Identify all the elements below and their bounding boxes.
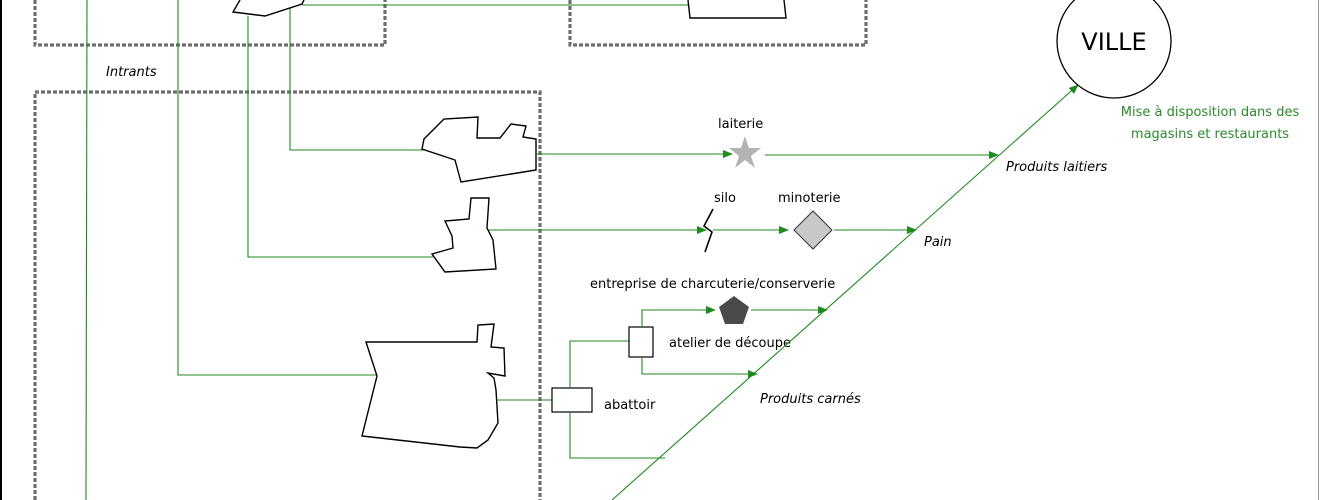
product-label-pain: Pain	[924, 235, 952, 250]
parcel-livestock-farm	[361, 323, 506, 449]
flow-decoupe-to-charcuterie	[641, 306, 716, 327]
charcuterie-label: entreprise de charcuterie/conserverie	[590, 277, 835, 292]
minoterie-label: minoterie	[778, 191, 841, 206]
flow-input-to-farm1	[289, 8, 457, 154]
silo-break-icon	[702, 208, 714, 253]
decoupe-label: atelier de découpe	[669, 336, 791, 351]
charcuterie-pentagon-icon	[719, 296, 749, 324]
decoupe-square-icon	[628, 326, 654, 358]
city-annotation-line2: magasins et restaurants	[1131, 127, 1289, 142]
product-label-laitiers: Produits laitiers	[1006, 160, 1107, 175]
minoterie-diamond-icon	[793, 210, 833, 250]
silo-label: silo	[714, 191, 736, 206]
product-label-carnes: Produits carnés	[760, 392, 861, 407]
parcel-dairy-farm	[421, 116, 537, 183]
zone-top-right	[568, 0, 868, 47]
abattoir-rectangle-icon	[551, 387, 593, 413]
parcel-top	[231, 0, 305, 17]
parcel-top-right	[687, 0, 787, 19]
zone-farms	[33, 90, 542, 500]
flow-input-to-farm3	[177, 0, 403, 379]
inputs-label: Intrants	[106, 65, 157, 80]
abattoir-label: abattoir	[604, 398, 656, 413]
parcel-cereal-farm	[430, 197, 497, 273]
city-label: VILLE	[1081, 28, 1146, 56]
laiterie-star-icon	[729, 136, 761, 168]
zone-top-left	[33, 0, 387, 47]
flow-abattoir-to-diagonal	[569, 412, 665, 459]
city-annotation-line1: Mise à disposition dans des	[1121, 105, 1300, 120]
flow-decoupe-to-diagonal	[641, 357, 758, 378]
flow-diagonal-to-city	[611, 84, 1079, 500]
flow-abattoir-to-decoupe	[569, 337, 643, 388]
laiterie-label: laiterie	[718, 117, 763, 132]
city-circle-icon	[1056, 0, 1172, 99]
flow-left-vertical	[85, 0, 88, 500]
flow-input-to-farm2	[247, 16, 454, 261]
